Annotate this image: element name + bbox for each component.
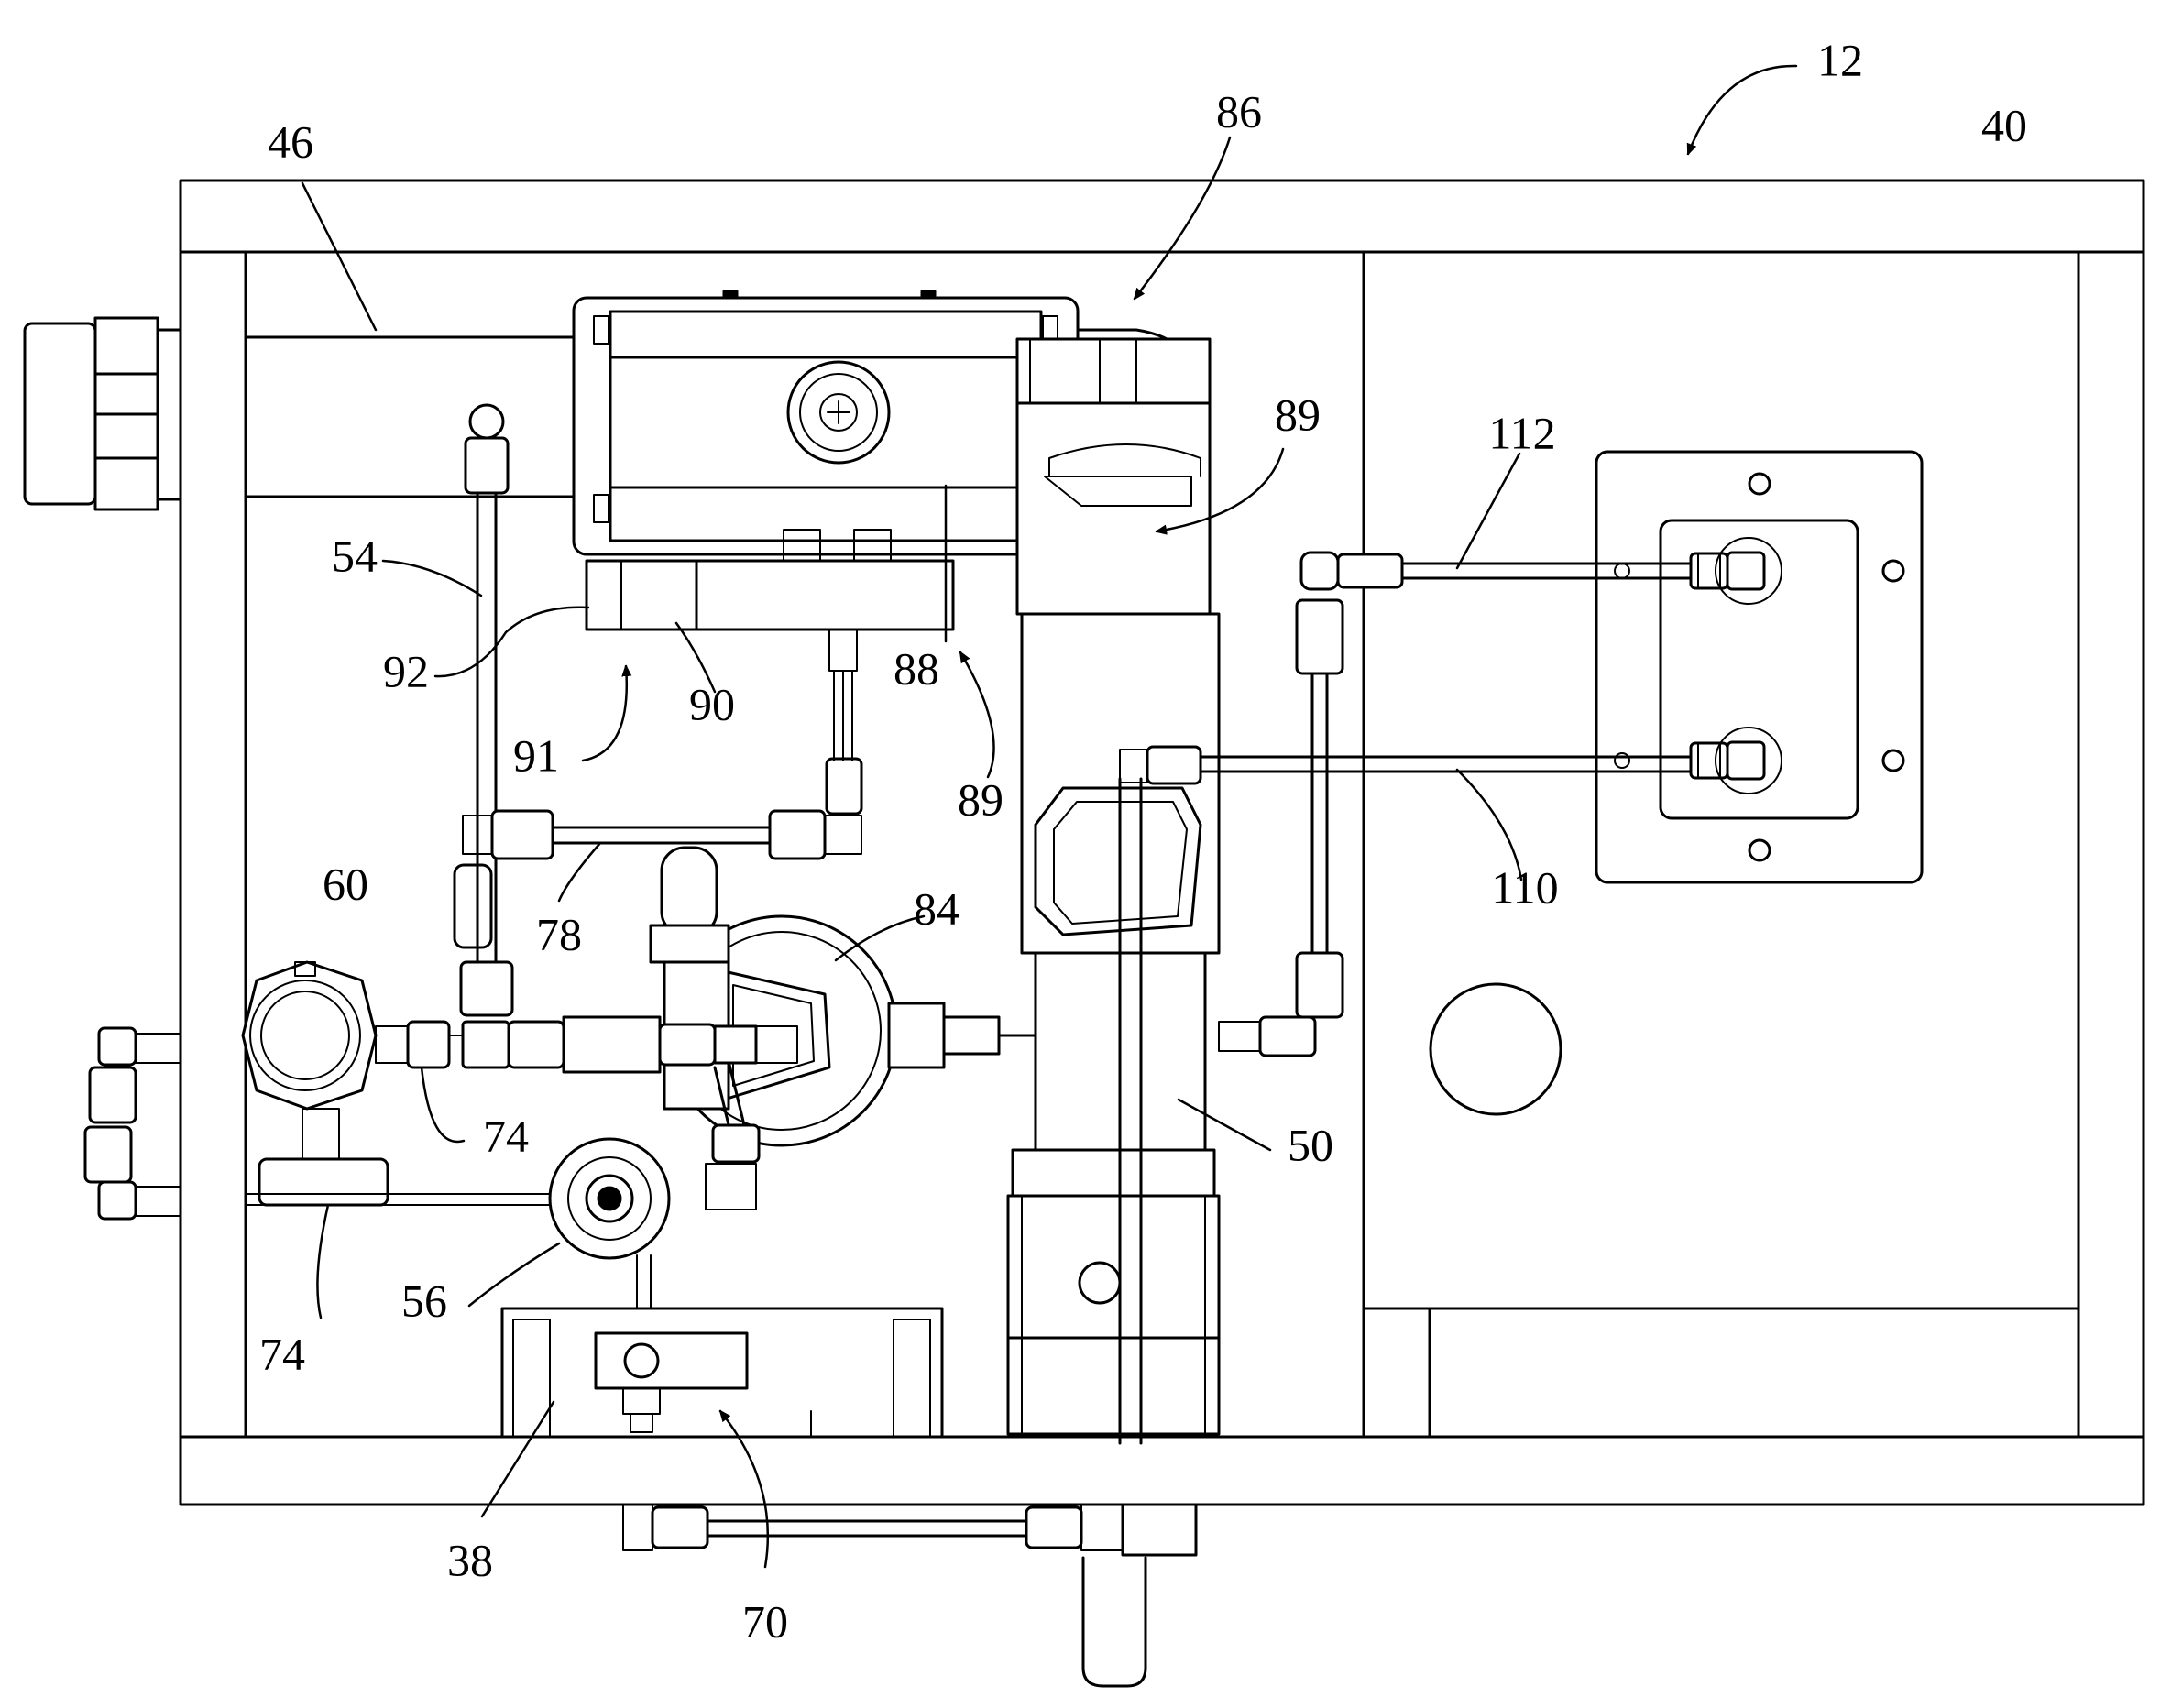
ref-label-50: 50 [1288, 1119, 1333, 1170]
manifold-50 [1008, 339, 1219, 1443]
ref-label-12: 12 [1817, 34, 1863, 85]
ref-label-38: 38 [447, 1534, 493, 1585]
ref-label-70: 70 [742, 1595, 788, 1647]
tube-fitting [461, 962, 512, 1015]
plate-hole [1883, 561, 1903, 581]
leader-46 [302, 183, 376, 330]
leader-74a [422, 1068, 464, 1142]
ref-label-60: 60 [323, 858, 368, 909]
arrow-12 [1688, 66, 1796, 154]
leader-92 [435, 608, 588, 676]
plate-hole [1749, 840, 1770, 860]
leader-56 [469, 1243, 559, 1306]
ref-label-78: 78 [536, 908, 582, 959]
block-92 [587, 561, 696, 630]
ref-label-91: 91 [513, 729, 559, 781]
plate-hole [1883, 750, 1903, 771]
ref-label-89-lower: 89 [958, 773, 1003, 825]
regulator-84 [651, 848, 1036, 1145]
leader-74b [317, 1205, 328, 1318]
leader-112 [1457, 454, 1519, 568]
enclosure-outline [1364, 252, 2078, 1437]
plate-hole [1749, 474, 1770, 494]
ref-label-112: 112 [1488, 407, 1555, 458]
panel-46 [246, 337, 573, 497]
left-side-fittings [85, 1028, 181, 1219]
tube-110 [1201, 757, 1691, 772]
ref-label-92: 92 [383, 645, 429, 696]
ref-label-89-upper: 89 [1275, 389, 1321, 440]
ref-label-74-upper: 74 [483, 1110, 529, 1161]
ref-label-88: 88 [894, 642, 939, 694]
arrow-91 [583, 666, 627, 761]
tube-112 [1219, 553, 1691, 1056]
external-connector [25, 318, 181, 509]
ref-label-84: 84 [914, 882, 959, 934]
ref-label-46: 46 [268, 115, 313, 167]
leader-78 [559, 843, 600, 901]
ref-label-86: 86 [1216, 85, 1262, 137]
round-port [1431, 984, 1561, 1114]
tube-78 [463, 811, 861, 859]
transducer-60 [243, 962, 388, 1205]
ref-label-54: 54 [332, 530, 378, 581]
actuator-88 [574, 291, 1078, 589]
ref-label-90: 90 [689, 678, 735, 729]
tube-fitting [827, 759, 861, 814]
ref-label-40: 40 [1981, 99, 2027, 150]
enclosure-40 [1364, 252, 2078, 1437]
arrow-89-lower [960, 652, 994, 777]
plate-connector-upper [1691, 538, 1782, 604]
arrow-86 [1135, 137, 1230, 299]
block-90 [696, 561, 953, 630]
ref-label-110: 110 [1491, 861, 1558, 913]
leader-54 [383, 561, 481, 596]
ref-label-56: 56 [401, 1275, 447, 1326]
tube-clamp [455, 865, 491, 947]
plate-connector-lower [1691, 728, 1782, 794]
ref-label-74-lower: 74 [259, 1328, 305, 1379]
bottom-fittings [623, 1505, 1196, 1686]
